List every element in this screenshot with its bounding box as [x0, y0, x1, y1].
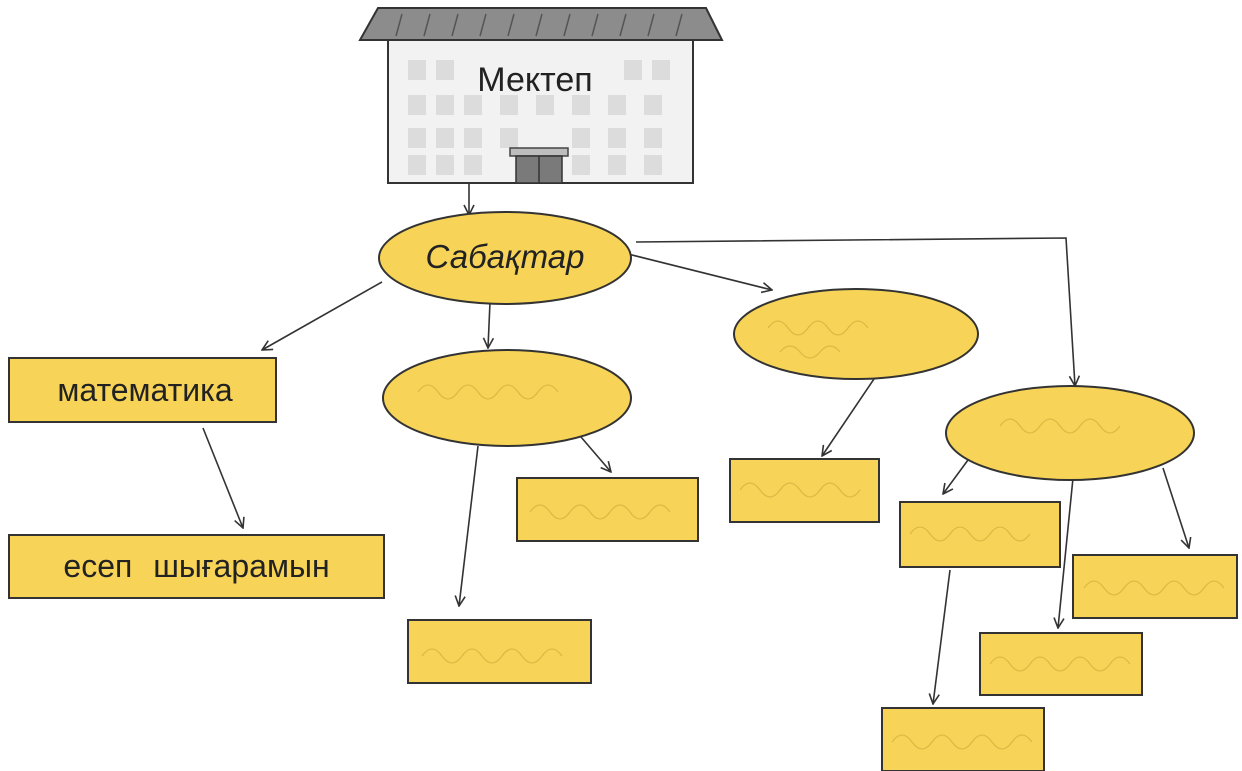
subject-node-2 [382, 349, 632, 447]
arrow-node-4-to-box-e [1058, 477, 1074, 628]
window-grid [408, 60, 670, 175]
solve-problems-node [8, 534, 385, 599]
handwriting-scribbles [417, 320, 1225, 750]
arrow-lessons-to-math [262, 281, 383, 350]
arrow-node-4-to-box-d [943, 459, 969, 494]
blank-box-e [979, 632, 1143, 696]
arrow-lessons-to-node-3 [627, 253, 772, 290]
blank-box-d [899, 501, 1061, 568]
arrow-node-4-to-box-f [1162, 467, 1189, 548]
arrow-node-2-to-box-a [459, 445, 479, 606]
lessons-label: Сабақтар [425, 238, 585, 275]
arrows [202, 183, 1189, 704]
blank-box-f [1072, 554, 1238, 619]
arrow-lessons-to-node-4 [635, 237, 1075, 386]
solve-problems-label: есеп шығарамын [63, 547, 330, 584]
arrow-node-3-to-box-c [822, 375, 877, 456]
blank-box-a [407, 619, 592, 684]
math-label: математика [57, 371, 233, 408]
school-label: Мектеп [477, 60, 593, 99]
lessons-node [378, 211, 632, 305]
roof-icon [358, 7, 724, 41]
arrow-lessons-to-node-2 [488, 301, 490, 348]
door-canopy [509, 147, 569, 157]
arrow-box-d-to-box-g [933, 569, 951, 704]
blank-box-g [881, 707, 1045, 771]
school-building-icon [358, 7, 724, 184]
blank-box-c [729, 458, 880, 523]
math-node [8, 357, 277, 423]
roof-stripes [395, 13, 683, 37]
subject-node-3 [733, 288, 979, 380]
blank-box-b [516, 477, 699, 542]
arrow-math-to-solve [202, 427, 243, 528]
